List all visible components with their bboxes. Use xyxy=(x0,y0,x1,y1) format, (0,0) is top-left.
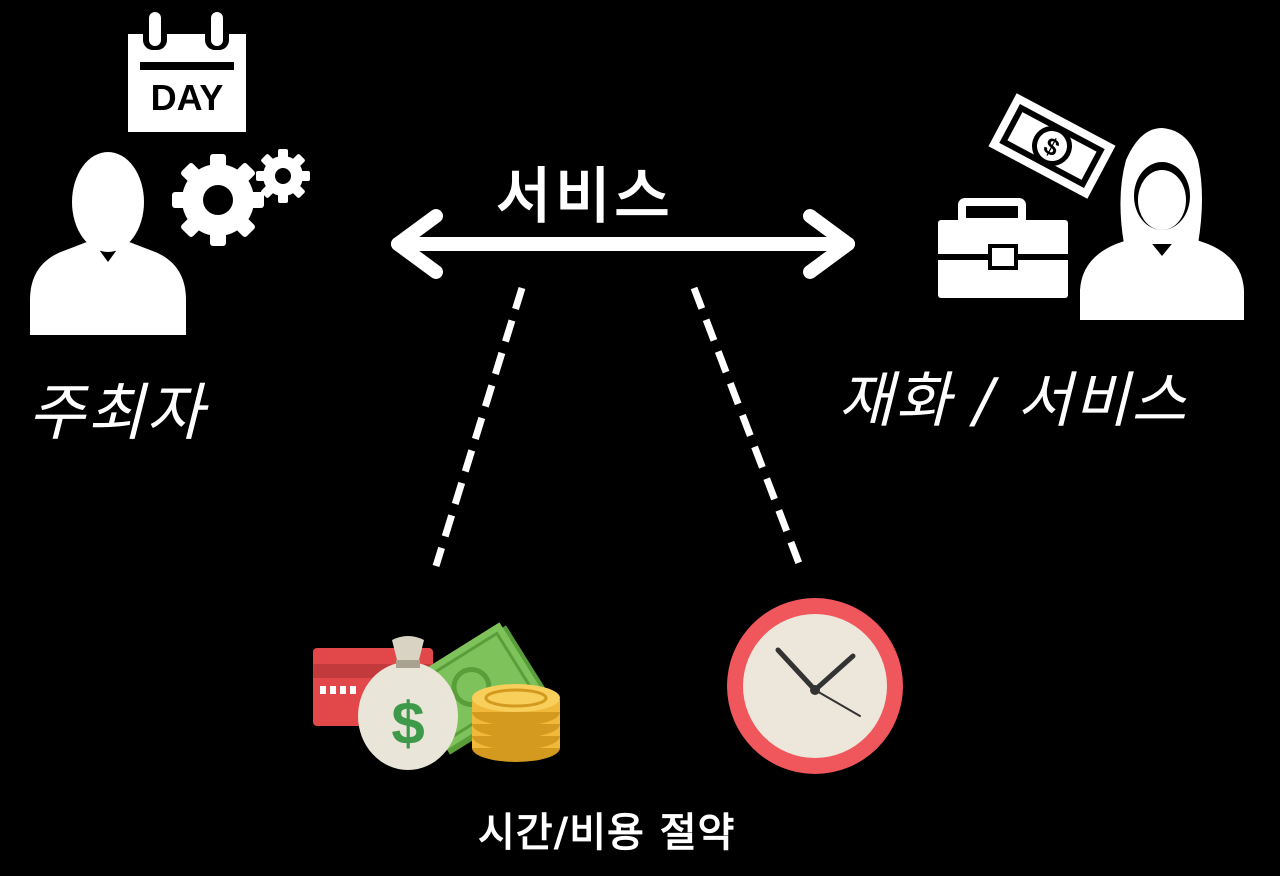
bag-symbol: $ xyxy=(391,690,424,757)
provider-label: 재화 / 서비스 xyxy=(838,366,1189,436)
gears-icon xyxy=(172,149,310,246)
dashed-line-right xyxy=(690,286,804,568)
double-arrow xyxy=(391,209,855,279)
coins-icon xyxy=(472,684,560,762)
person-female-icon xyxy=(1080,128,1244,320)
calendar-icon: DAY xyxy=(128,12,246,132)
dashed-line-left xyxy=(432,286,526,568)
clock-icon xyxy=(727,598,903,774)
dollar-bill-icon: $ xyxy=(988,93,1116,199)
host-label: 주최자 xyxy=(28,376,206,449)
calendar-text: DAY xyxy=(151,77,224,118)
person-male-icon xyxy=(30,152,186,335)
savings-label: 시간/비용 절약 xyxy=(478,810,736,856)
money-icon: $ xyxy=(313,622,560,770)
briefcase-icon xyxy=(938,198,1068,298)
service-label: 서비스 xyxy=(496,162,674,232)
money-bag-icon: $ xyxy=(358,636,458,770)
